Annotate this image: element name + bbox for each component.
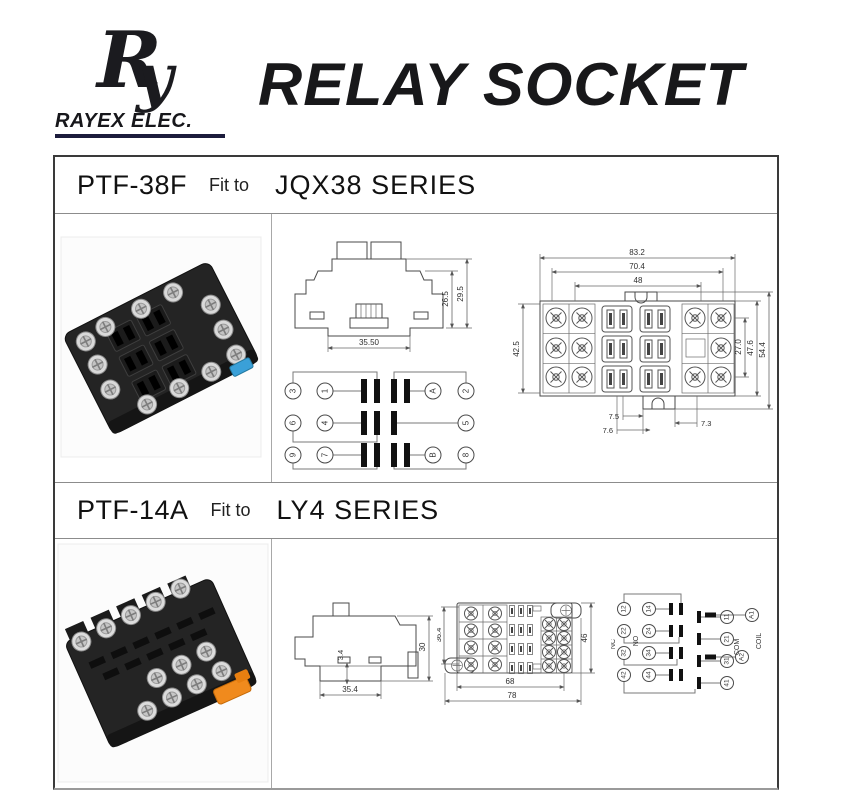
ptf38f-top-view-drawing: 83.2 70.4 48 42.5 27.0 47.6 54 xyxy=(512,248,773,435)
pin-34: 34 xyxy=(646,649,653,657)
dim-46: 46 xyxy=(580,633,589,642)
dim-36-4: 36.4 xyxy=(437,628,443,643)
pin-A2: A2 xyxy=(739,653,746,661)
pin-14: 14 xyxy=(646,605,653,613)
ptf38f-side-view-drawing: 26.5 29.5 35.50 xyxy=(294,241,472,352)
dim-35-50: 35.50 xyxy=(359,338,380,347)
pin-42: 42 xyxy=(621,671,628,679)
dim-78: 78 xyxy=(508,691,517,700)
label-com: COM xyxy=(734,639,741,656)
page-title: RELAY SOCKET xyxy=(258,51,745,118)
dim-7-6: 7.6 xyxy=(603,426,613,435)
dim-35-4: 35.4 xyxy=(342,685,358,694)
pin-6: 6 xyxy=(289,420,298,425)
side-dimensions: 26.5 29.5 35.50 xyxy=(327,258,472,352)
pin-41: 41 xyxy=(724,679,731,687)
ptf38f-pin-schematic: 3 1 A 2 6 4 5 9 7 B 8 xyxy=(284,371,475,470)
pin-A: A xyxy=(429,388,438,394)
pin-terminals: 12 14 22 24 32 34 42 44 11 21 31 41 A1 A… xyxy=(617,602,759,690)
pin-5: 5 xyxy=(462,420,471,425)
section-body-ptf14a: 3.4 30 35.4 xyxy=(55,539,777,788)
dim-27-0: 27.0 xyxy=(734,339,743,355)
model-name: PTF-14A xyxy=(77,495,189,525)
pin-1: 1 xyxy=(321,388,330,393)
side-dimensions: 3.4 30 35.4 xyxy=(319,615,433,699)
pin-wires xyxy=(292,371,467,470)
side-profile xyxy=(294,241,444,337)
top-view-dimensions: 83.2 70.4 48 42.5 27.0 47.6 54 xyxy=(512,248,773,435)
pin-11: 11 xyxy=(724,613,731,620)
pin-12: 12 xyxy=(621,605,628,613)
brand-logo: Ry RAYEX ELEC. xyxy=(55,22,230,141)
pin-terminals: 3 1 A 2 6 4 5 9 7 B 8 xyxy=(284,382,475,464)
ptf14a-pin-schematic: NC NO COM COIL 12 14 22 24 32 34 42 44 1… xyxy=(611,593,763,694)
fit-to-label: Fit to xyxy=(209,174,250,195)
catalog-table: PTF-38F Fit to JQX38 SERIES xyxy=(53,155,779,790)
section-header-ptf14a: PTF-14A Fit to LY4 SERIES xyxy=(55,482,777,539)
side-profile xyxy=(294,602,419,682)
label-coil: COIL xyxy=(756,633,763,649)
monogram-y: y xyxy=(135,40,174,115)
brand-underline xyxy=(55,134,225,138)
dim-7-3: 7.3 xyxy=(701,419,711,428)
pin-31: 31 xyxy=(724,657,731,665)
fit-to-label: Fit to xyxy=(210,500,251,520)
photo-cell xyxy=(55,539,272,788)
pin-32: 32 xyxy=(621,649,628,657)
label-no: NO xyxy=(633,635,640,646)
pin-9: 9 xyxy=(289,452,298,457)
brand-monogram: Ry xyxy=(97,22,173,110)
contact-bars xyxy=(361,379,410,467)
ptf14a-side-view-drawing: 3.4 30 35.4 xyxy=(294,602,433,699)
brand-company-name: RAYEX ELEC. xyxy=(55,110,193,132)
dim-83-2: 83.2 xyxy=(629,248,645,257)
dim-7-5: 7.5 xyxy=(609,412,619,421)
product-photo-ptf-14a xyxy=(57,543,269,783)
dim-30: 30 xyxy=(418,642,427,651)
pin-44: 44 xyxy=(646,671,653,679)
section-header-ptf38f: PTF-38F Fit to JQX38 SERIES xyxy=(55,157,777,214)
front-view-dimensions: 36.4 46 68 78 xyxy=(437,602,595,705)
pin-7: 7 xyxy=(321,452,330,457)
pin-21: 21 xyxy=(724,635,731,643)
monogram-r: R xyxy=(97,15,162,106)
pin-4: 4 xyxy=(321,420,330,425)
contact-bars xyxy=(669,603,716,689)
label-nc: NC xyxy=(611,639,617,649)
dim-68: 68 xyxy=(506,677,515,686)
pin-8: 8 xyxy=(462,452,471,457)
front-view-body xyxy=(444,602,582,674)
dim-54-4: 54.4 xyxy=(758,342,767,358)
dim-42-5: 42.5 xyxy=(512,341,521,357)
pin-2: 2 xyxy=(462,388,471,393)
pin-3: 3 xyxy=(289,388,298,393)
dim-70-4: 70.4 xyxy=(629,262,645,271)
model-name: PTF-38F xyxy=(77,169,188,200)
section-body-ptf38f: 26.5 29.5 35.50 xyxy=(55,214,777,482)
ptf14a-front-view-drawing: 36.4 46 68 78 xyxy=(437,602,595,705)
dim-47-6: 47.6 xyxy=(746,340,755,356)
photo-cell xyxy=(55,214,272,482)
group-labels: NC NO COM COIL xyxy=(611,633,763,655)
pin-22: 22 xyxy=(621,627,628,635)
dim-26-5: 26.5 xyxy=(441,291,450,307)
dim-3-4: 3.4 xyxy=(336,650,345,660)
pin-B: B xyxy=(429,452,438,457)
dim-29-5: 29.5 xyxy=(456,286,465,302)
series-name: LY4 SERIES xyxy=(276,495,440,525)
pin-24: 24 xyxy=(646,627,653,635)
series-name: JQX38 SERIES xyxy=(275,169,477,200)
product-photo-ptf-38f xyxy=(60,236,262,458)
dim-48: 48 xyxy=(634,276,643,285)
top-view-body xyxy=(539,291,736,410)
pin-A1: A1 xyxy=(749,611,756,619)
